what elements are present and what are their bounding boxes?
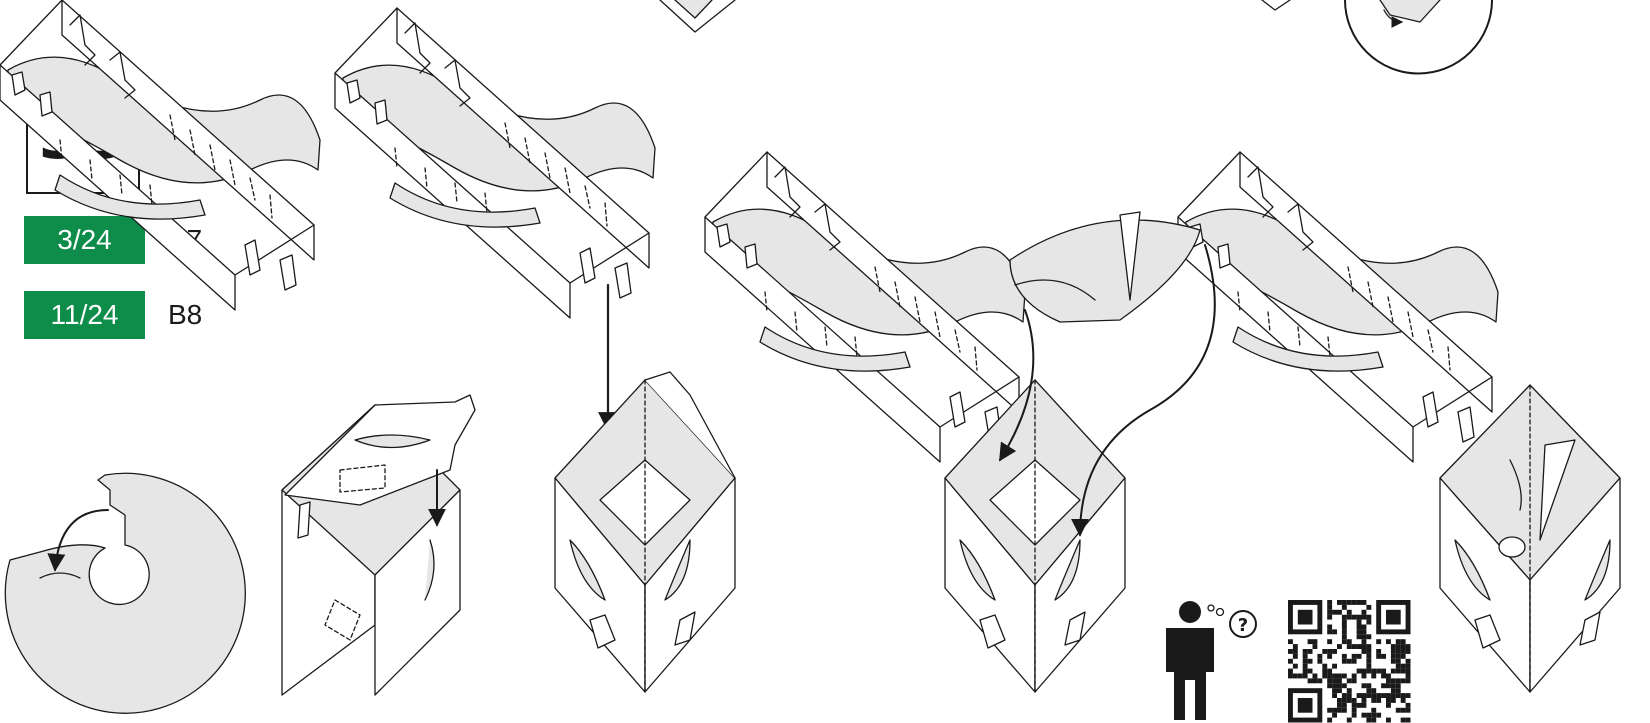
open-box-piece [555,372,735,692]
thought-dot [1208,605,1214,611]
person-thinking-icon [1166,601,1214,720]
help-question-mark: ? [1238,615,1248,636]
thought-dot [1217,609,1224,616]
funnel-piece [1010,212,1200,322]
detail-circle-fragment [1345,0,1492,74]
open-box-piece [945,380,1125,692]
qr-code-icon[interactable] [1288,600,1411,723]
wavy-ramp-piece [0,0,320,310]
previous-step-fragment [660,0,735,32]
previous-step-fragment [1262,0,1290,10]
folding-box-piece [282,395,475,695]
disc-piece [5,473,245,713]
